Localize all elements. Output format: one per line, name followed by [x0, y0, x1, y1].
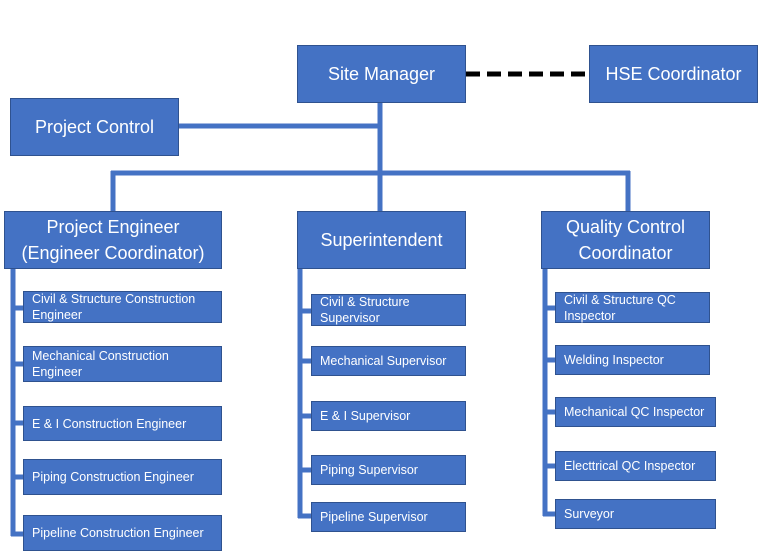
hse-coordinator-label: HSE Coordinator: [605, 64, 742, 84]
quality-item-box: Welding Inspector: [555, 345, 710, 375]
superintendent-item-box: Piping Supervisor: [311, 455, 466, 485]
superintendent-item-box: Pipeline Supervisor: [311, 502, 466, 532]
quality-item-box: Mechanical QC Inspector: [555, 397, 716, 427]
superintendent-item-label: Pipeline Supervisor: [320, 510, 428, 524]
engineer-item-box: E & I Construction Engineer: [23, 406, 222, 441]
engineer-item-label: Mechanical Construction Engineer: [32, 349, 169, 379]
superintendent-item-label: Piping Supervisor: [320, 463, 418, 477]
engineer-item-label: E & I Construction Engineer: [32, 416, 187, 431]
superintendent-item-box: Civil & Structure Supervisor: [311, 294, 466, 326]
project-engineer-label: Project Engineer (Engineer Coordinator): [21, 217, 205, 263]
engineer-item-box: Mechanical Construction Engineer: [23, 346, 222, 382]
quality-control-coordinator-label: Quality Control Coordinator: [565, 217, 686, 263]
quality-item-box: Electtrical QC Inspector: [555, 451, 716, 481]
superintendent-box: Superintendent: [297, 211, 466, 269]
hse-coordinator-box: HSE Coordinator: [589, 45, 758, 103]
quality-item-box: Civil & Structure QC Inspector: [555, 292, 710, 323]
engineer-item-label: Civil & Structure Construction Engineer: [32, 292, 196, 322]
quality-control-coordinator-box: Quality Control Coordinator: [541, 211, 710, 269]
quality-item-box: Surveyor: [555, 499, 716, 529]
engineer-item-box: Civil & Structure Construction Engineer: [23, 291, 222, 323]
site-manager-label: Site Manager: [327, 64, 436, 84]
superintendent-item-label: E & I Supervisor: [320, 409, 411, 423]
superintendent-label: Superintendent: [320, 230, 443, 250]
engineer-item-box: Piping Construction Engineer: [23, 459, 222, 495]
engineer-item-box: Pipeline Construction Engineer: [23, 515, 222, 551]
superintendent-item-box: Mechanical Supervisor: [311, 346, 466, 376]
project-control-box: Project Control: [10, 98, 179, 156]
quality-item-label: Civil & Structure QC Inspector: [564, 292, 676, 323]
superintendent-item-label: Civil & Structure Supervisor: [320, 295, 410, 325]
engineer-item-label: Piping Construction Engineer: [32, 470, 194, 484]
site-manager-box: Site Manager: [297, 45, 466, 103]
superintendent-item-box: E & I Supervisor: [311, 401, 466, 431]
engineer-item-label: Pipeline Construction Engineer: [32, 526, 204, 540]
project-control-label: Project Control: [34, 117, 155, 137]
superintendent-item-label: Mechanical Supervisor: [320, 354, 447, 368]
quality-item-label: Mechanical QC Inspector: [564, 405, 705, 419]
project-engineer-box: Project Engineer (Engineer Coordinator): [4, 211, 222, 269]
quality-item-label: Welding Inspector: [564, 353, 664, 367]
quality-item-label: Surveyor: [564, 507, 615, 521]
quality-item-label: Electtrical QC Inspector: [564, 459, 696, 473]
